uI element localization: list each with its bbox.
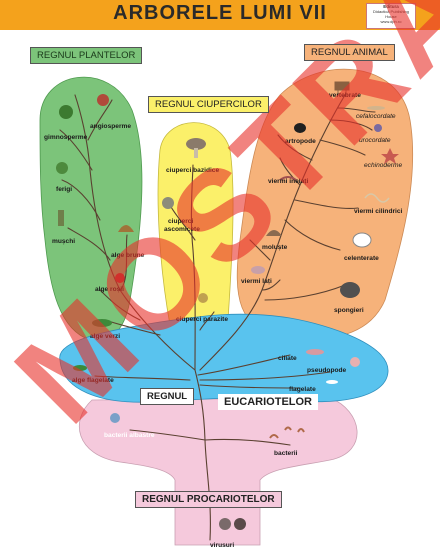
alge-rosii-icon bbox=[115, 273, 125, 283]
virusuri-icon-2 bbox=[234, 518, 246, 530]
eukaryotes-kingdom-label-2: EUCARIOTELOR bbox=[218, 394, 318, 410]
virusuri-icon bbox=[219, 518, 231, 530]
artropode-icon bbox=[294, 123, 306, 133]
moluste-icon bbox=[266, 230, 282, 236]
label-artropode: artropode bbox=[285, 138, 316, 145]
organism-pictograms bbox=[56, 81, 399, 530]
label-ciuperci-ascomicete-1: ciuperci bbox=[168, 218, 193, 225]
muschi-icon bbox=[58, 210, 64, 226]
bazidice-icon bbox=[186, 138, 206, 150]
bacterii-albastre-icon bbox=[110, 413, 120, 423]
stamp-line-1: Editura bbox=[383, 4, 399, 9]
label-ciuperci-parazite: ciuperci parazite bbox=[176, 316, 228, 323]
animals-region bbox=[236, 68, 414, 340]
viermi-cilindrici-icon bbox=[364, 193, 390, 203]
eukaryotes-kingdom-label-1: REGNUL bbox=[140, 388, 195, 405]
label-angiosperme: angiosperme bbox=[90, 123, 131, 130]
label-ciliate: ciliate bbox=[278, 355, 297, 362]
fungi-kingdom-label: REGNUL CIUPERCILOR bbox=[148, 96, 269, 113]
viermi-lati-icon bbox=[251, 266, 265, 274]
label-urocordate: urocordate bbox=[359, 137, 391, 144]
gimnosperme-icon bbox=[59, 105, 73, 119]
stamp-line-3: www.dph.ro bbox=[380, 19, 402, 24]
label-pseudopode: pseudopode bbox=[307, 367, 347, 374]
label-ciuperci-ascomicete-2: ascomicete bbox=[164, 226, 200, 233]
publisher-stamp: Editura Didactică Publishing House www.d… bbox=[366, 3, 416, 29]
viermi-inelati-icon bbox=[279, 176, 297, 181]
bacterii-icon bbox=[269, 426, 305, 439]
ciuperci-parazite-icon bbox=[198, 293, 208, 303]
plants-kingdom-label: REGNUL PLANTELOR bbox=[30, 47, 143, 64]
label-virusuri: virusuri bbox=[210, 542, 234, 549]
ascomicete-icon bbox=[162, 197, 174, 209]
label-spongieri: spongieri bbox=[334, 307, 364, 314]
prokaryotes-kingdom-label: REGNUL PROCARIOTELOR bbox=[135, 491, 282, 508]
ferigi-icon bbox=[56, 162, 68, 174]
celenterate-icon bbox=[352, 232, 372, 248]
label-viermi-cilindrici: viermi cilindrici bbox=[354, 208, 403, 215]
label-alge-flagelate: alge flagelate bbox=[72, 377, 114, 384]
label-alge-brune: alge brune bbox=[111, 252, 145, 259]
label-bacterii: bacterii bbox=[274, 450, 298, 457]
alge-brune-icon bbox=[118, 225, 134, 232]
label-muschi: mușchi bbox=[52, 238, 75, 245]
label-celenterate: celenterate bbox=[344, 255, 379, 262]
cefalocordate-icon bbox=[367, 106, 385, 110]
pseudopode-icon bbox=[350, 357, 360, 367]
alge-verzi-icon bbox=[92, 319, 112, 327]
label-alge-verzi: alge verzi bbox=[90, 333, 120, 340]
echinoderme-icon bbox=[381, 148, 399, 164]
label-moluste: moluște bbox=[262, 244, 288, 251]
label-bacterii-albastre: bacterii albastre bbox=[104, 432, 155, 439]
page-title: ARBORELE LUMI VII bbox=[113, 2, 327, 24]
bazidice-stem-icon bbox=[194, 148, 198, 158]
spongieri-icon bbox=[340, 282, 360, 298]
label-viermi-inelati: viermi inelați bbox=[268, 178, 308, 185]
tree-branches bbox=[59, 94, 376, 541]
ciliate-icon bbox=[306, 349, 324, 355]
prokaryotes-region bbox=[78, 397, 358, 546]
label-flagelate: flagelate bbox=[289, 386, 316, 393]
animals-kingdom-label: REGNUL ANIMAL bbox=[304, 44, 395, 61]
flagelate-icon bbox=[326, 380, 338, 384]
label-vertebrate: vertebrate bbox=[329, 92, 361, 99]
alge-flagelate-icon bbox=[73, 365, 87, 371]
label-gimnosperme: gimnosperme bbox=[44, 134, 88, 141]
stamp-line-2: Didactică Publishing House bbox=[372, 9, 410, 19]
fungi-region bbox=[157, 122, 234, 326]
label-viermi-lati: viermi lați bbox=[241, 278, 272, 285]
label-ciuperci-bazidice: ciuperci bazidice bbox=[166, 167, 219, 174]
urocordate-icon bbox=[374, 124, 382, 132]
deer-icon bbox=[334, 81, 350, 96]
label-alge-rosii: alge roșii bbox=[95, 286, 124, 293]
label-cefalocordate: cefalocordate bbox=[356, 113, 396, 120]
label-echinoderme: echinoderme bbox=[364, 162, 402, 169]
angiosperme-icon bbox=[97, 94, 109, 106]
label-ferigi: ferigi bbox=[56, 186, 72, 193]
